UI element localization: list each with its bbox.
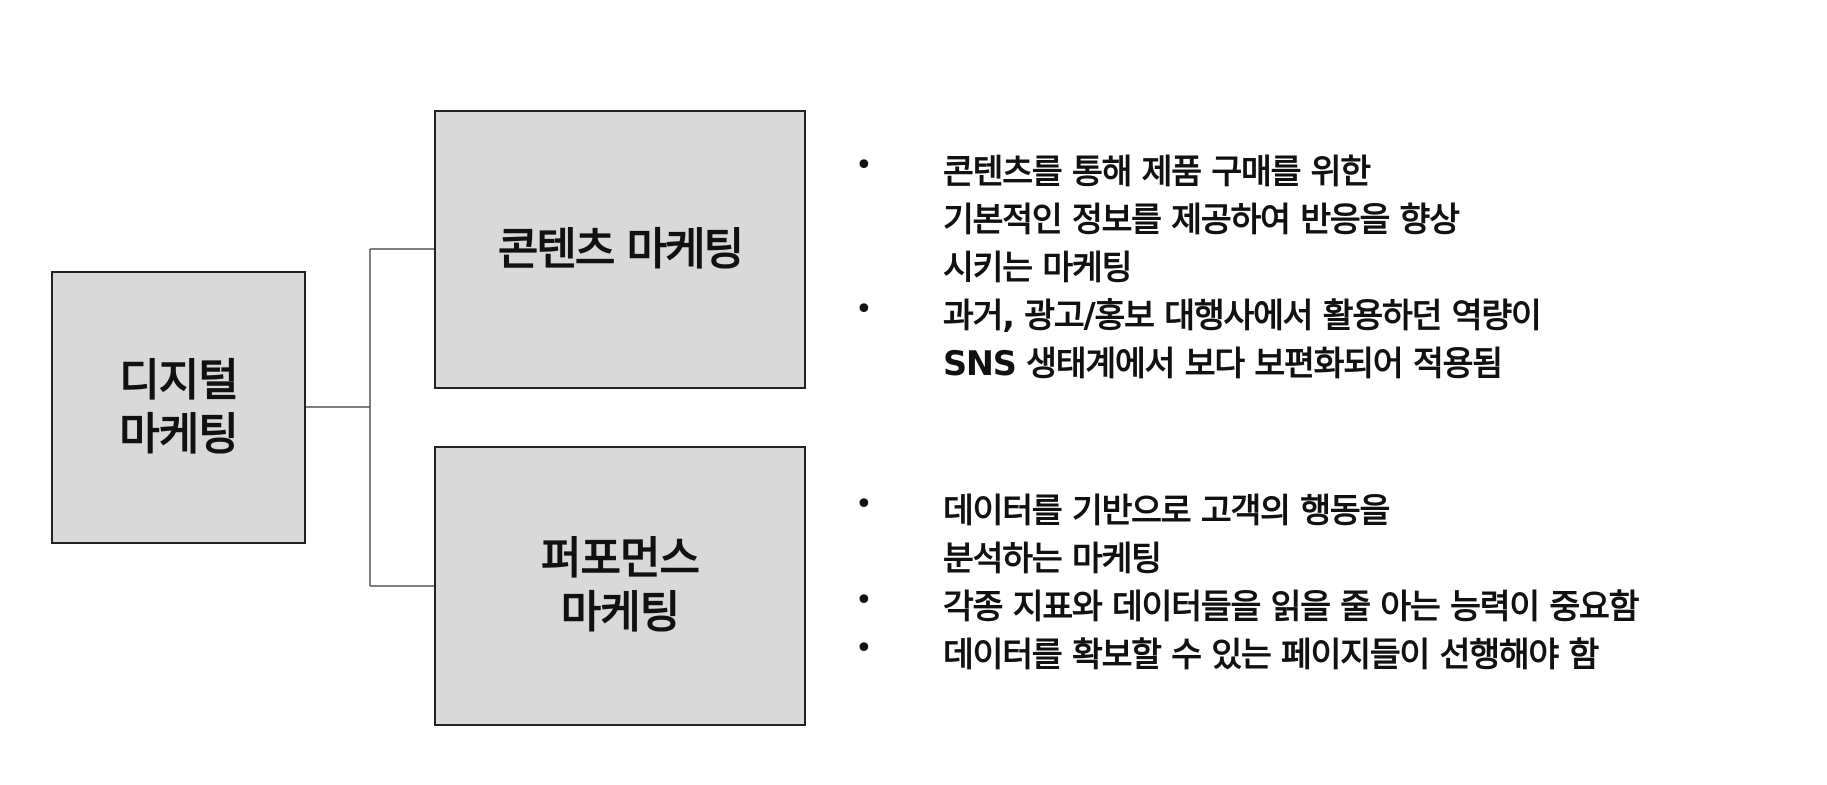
bullet-marker: • xyxy=(855,292,873,327)
performance-marketing-node: 퍼포먼스 마케팅 xyxy=(434,446,806,726)
bullet-marker: • xyxy=(855,487,873,522)
bullet-marker: • xyxy=(855,148,873,183)
list-item: • 데이터를 확보할 수 있는 페이지들이 선행해야 함 xyxy=(855,631,1638,679)
bullet-text: 각종 지표와 데이터들을 읽을 줄 아는 능력이 중요함 xyxy=(943,587,1639,626)
bullet-text: 콘텐츠를 통해 제품 구매를 위한 기본적인 정보를 제공하여 반응을 향상 시… xyxy=(943,152,1460,287)
content-marketing-description-list: • 콘텐츠를 통해 제품 구매를 위한 기본적인 정보를 제공하여 반응을 향상… xyxy=(855,148,1542,388)
performance-marketing-label: 퍼포먼스 마케팅 xyxy=(541,533,700,638)
bullet-text: 데이터를 확보할 수 있는 페이지들이 선행해야 함 xyxy=(943,635,1599,674)
list-item: • 데이터를 기반으로 고객의 행동을 분석하는 마케팅 xyxy=(855,487,1638,583)
bullet-text: 과거, 광고/홍보 대행사에서 활용하던 역량이 SNS 생태계에서 보다 보편… xyxy=(943,296,1542,383)
bullet-marker: • xyxy=(855,583,873,618)
list-item: • 콘텐츠를 통해 제품 구매를 위한 기본적인 정보를 제공하여 반응을 향상… xyxy=(855,148,1541,292)
content-marketing-node: 콘텐츠 마케팅 xyxy=(434,110,806,389)
bullet-text: 데이터를 기반으로 고객의 행동을 분석하는 마케팅 xyxy=(943,491,1390,578)
content-marketing-label: 콘텐츠 마케팅 xyxy=(497,223,744,275)
digital-marketing-node: 디지털 마케팅 xyxy=(51,271,306,544)
performance-marketing-description-list: • 데이터를 기반으로 고객의 행동을 분석하는 마케팅 • 각종 지표와 데이… xyxy=(855,487,1639,679)
bullet-marker: • xyxy=(855,631,873,666)
digital-marketing-label: 디지털 마케팅 xyxy=(119,354,238,460)
list-item: • 각종 지표와 데이터들을 읽을 줄 아는 능력이 중요함 xyxy=(855,583,1639,631)
list-item: • 과거, 광고/홍보 대행사에서 활용하던 역량이 SNS 생태계에서 보다 … xyxy=(855,292,1542,388)
